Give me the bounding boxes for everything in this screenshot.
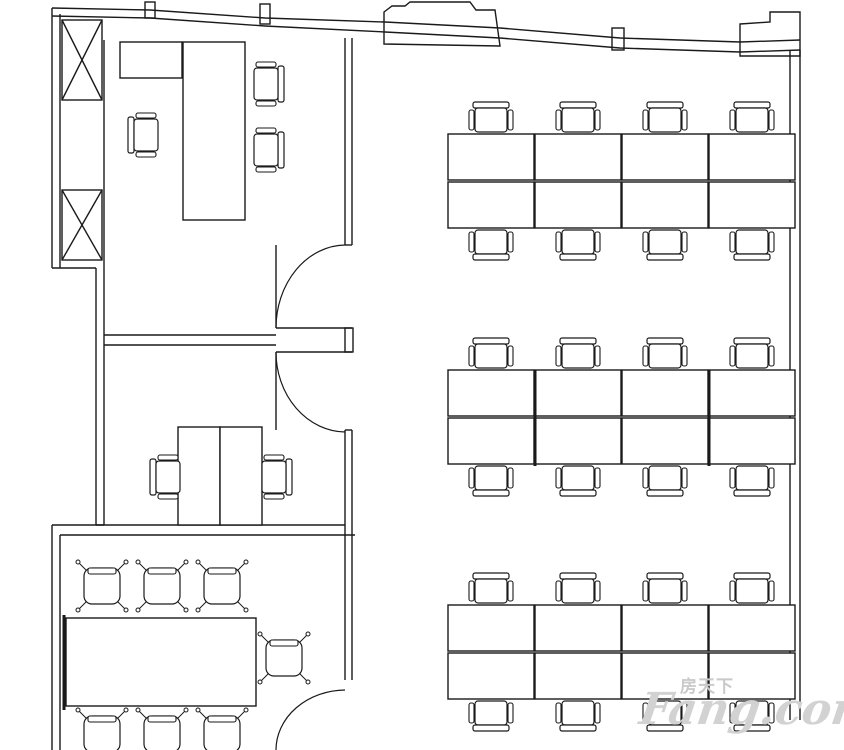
- meeting-chair: [135, 707, 189, 750]
- table-half: [219, 426, 263, 526]
- interior-partitions: [96, 38, 354, 750]
- executive-desk: [182, 41, 246, 221]
- meeting-room: [62, 559, 311, 750]
- side-chair: [261, 454, 293, 500]
- conference-table: [65, 617, 257, 707]
- watermark-cn-text: 房天下: [680, 677, 734, 697]
- workstation-cluster-1: [447, 101, 796, 261]
- guest-chair: [253, 61, 285, 107]
- meeting-chair: [135, 559, 189, 613]
- credenza: [119, 41, 183, 79]
- meeting-chair: [257, 631, 311, 685]
- manager-office: [119, 41, 285, 221]
- meeting-chair: [195, 707, 249, 750]
- workstation-cluster-2: [447, 337, 796, 497]
- watermark-brand: Fang: [636, 684, 764, 735]
- side-chair: [149, 454, 181, 500]
- brand-watermark: 房天下 Fang.com: [636, 672, 844, 742]
- meeting-chair: [75, 559, 129, 613]
- watermark-en-text: Fang.com: [636, 684, 844, 735]
- table-half: [177, 426, 221, 526]
- meeting-chair: [195, 559, 249, 613]
- manager-chair: [127, 112, 159, 158]
- discussion-room: [149, 426, 293, 526]
- guest-chair: [253, 127, 285, 173]
- meeting-chair: [75, 707, 129, 750]
- watermark-suffix: .com: [756, 684, 844, 735]
